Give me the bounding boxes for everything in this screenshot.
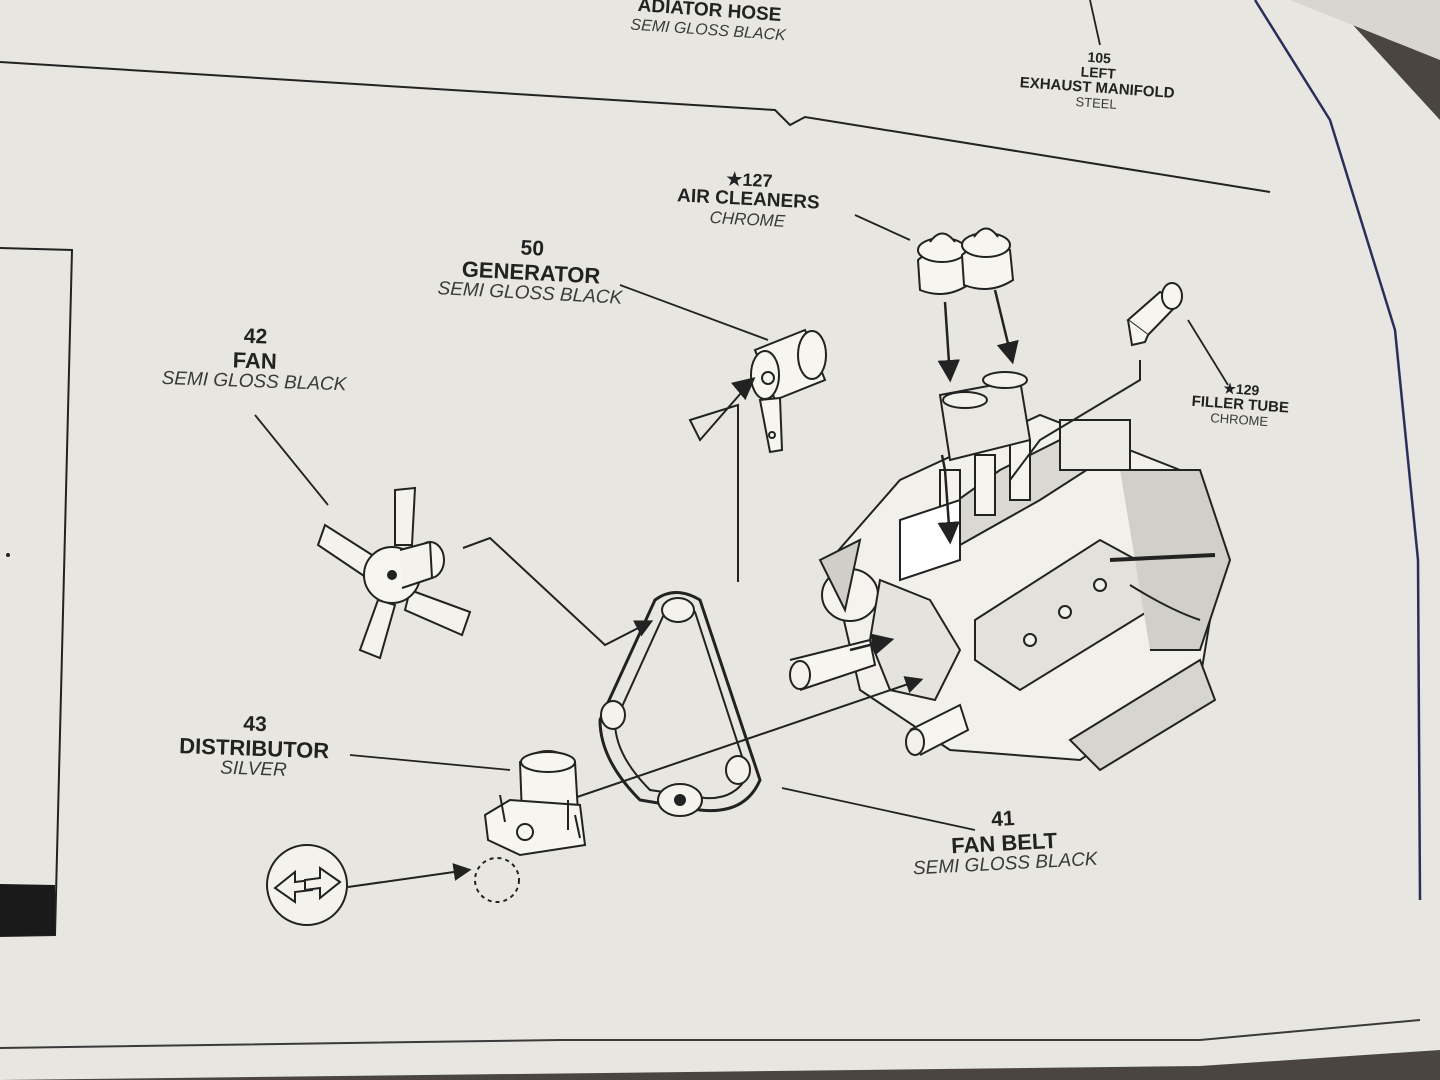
generator-callout: 50 GENERATOR SEMI GLOSS BLACK xyxy=(414,232,647,311)
step-divider xyxy=(0,61,1271,193)
generator-drawing xyxy=(750,328,827,454)
reverse-arrows-icon xyxy=(266,844,348,926)
fan-callout: 42 FAN SEMI GLOSS BLACK xyxy=(134,322,376,397)
fan-belt-drawing xyxy=(598,591,762,817)
fan-belt-callout: 41 FAN BELT SEMI GLOSS BLACK xyxy=(900,803,1108,881)
filler-tube-callout: ★129 FILLER TUBE CHROME xyxy=(1179,378,1302,432)
engine-drawing xyxy=(789,371,1232,772)
distributor-drawing xyxy=(483,750,587,857)
distributor-callout: 43 DISTRIBUTOR SILVER xyxy=(146,710,363,784)
air-cleaner-drawing xyxy=(916,227,1015,295)
filler-tube-drawing xyxy=(1126,282,1183,347)
air-cleaners-callout: ★127 AIR CLEANERS CHROME xyxy=(652,166,845,234)
fan-drawing xyxy=(316,486,472,660)
page-border xyxy=(1253,0,1422,901)
